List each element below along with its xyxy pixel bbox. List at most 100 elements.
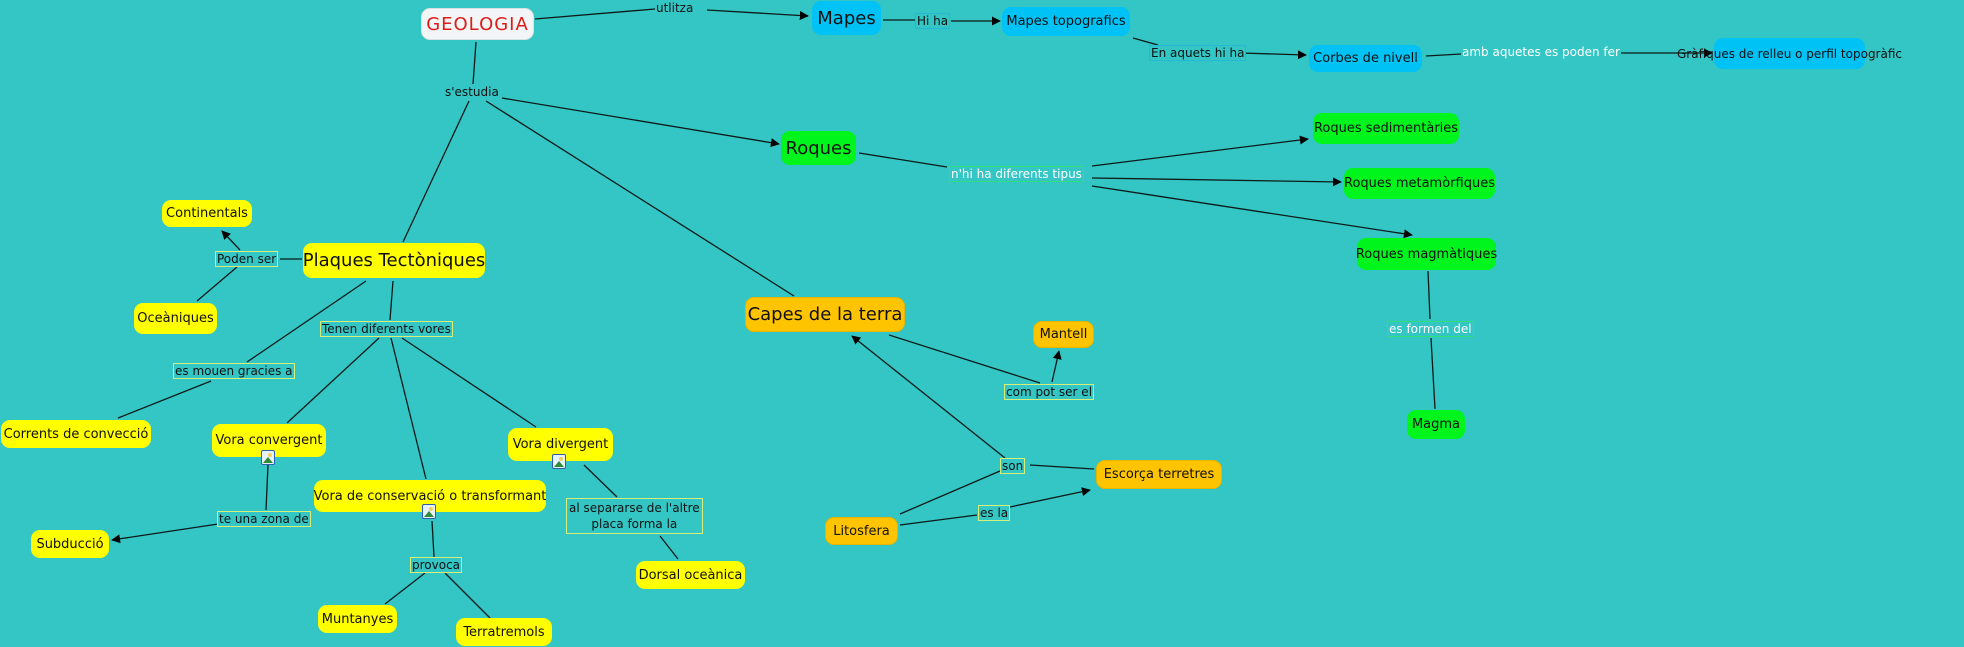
node-oceaniques-label: Oceàniques [137,311,214,326]
node-roques[interactable]: Roques [781,131,856,165]
edge-compot-mantell [1051,350,1062,383]
edge-esmouen-corrents [117,380,212,419]
edge-conservacio-provoca [431,520,435,558]
node-capes-de-la-terra[interactable]: Capes de la terra [745,297,905,332]
edge-provoca-muntanyes [384,572,426,605]
node-mapes-label: Mapes [817,7,876,29]
node-plaques-tectoniques[interactable]: Plaques Tectòniques [303,243,485,278]
edge-litosfera-esla [899,514,978,526]
edge-podenser-oceaniques [196,266,238,302]
node-corrents-conveccio[interactable]: Corrents de convecció [1,420,151,448]
node-roques-label: Roques [785,137,852,159]
node-metamorfiques-label: Roques metamòrfiques [1344,176,1495,191]
node-terratremols[interactable]: Terratremols [456,618,552,646]
edge-son-escorca [1029,464,1095,470]
link-n-hi-ha-diferents-tipus: n'hi ha diferents tipus [949,166,1084,182]
edge-podenser-continentals [221,230,241,251]
link-te-una-zona-de: te una zona de [217,511,311,527]
node-roques-metamorfiques[interactable]: Roques metamòrfiques [1344,168,1495,199]
edge-alseparar-dorsal [659,535,679,560]
node-terratremols-label: Terratremols [463,624,545,640]
edge-corbes-ambaquetes [1425,53,1462,57]
node-vora-conservacio-label: Vora de conservació o transformant [313,488,547,504]
node-geologia[interactable]: GEOLOGIA [421,8,534,40]
node-roques-sedimentaries[interactable]: Roques sedimentàries [1313,113,1459,144]
node-dorsal-oceanica[interactable]: Dorsal oceànica [636,561,745,589]
link-s-estudia: s'estudia [444,85,500,99]
edge-divergent-alseparar [583,464,618,498]
node-vora-divergent-label: Vora divergent [512,437,609,452]
link-al-separarse: al separarse de l'altre placa forma la [566,498,703,534]
edge-plaques-tenen [389,280,394,321]
edge-teunazona-subduccio [111,523,219,544]
edge-litosfera-son [899,470,1001,515]
link-al-separarse-line2: placa forma la [591,517,678,531]
link-es-mouen-gracies-a: es mouen gracies a [173,363,295,379]
edge-mapestopo-enaquets [1132,37,1159,46]
edge-tenen-convergent [286,337,380,424]
node-grafiques-label: Gràfiques de relleu o perfil topogràfic [1676,46,1903,61]
edge-utlitza-mapes [706,9,809,21]
node-muntanyes[interactable]: Muntanyes [318,605,397,633]
node-mapes[interactable]: Mapes [812,1,881,35]
link-hi-ha: Hi ha [915,13,951,29]
link-en-aquets-hi-ha: En aquets hi ha [1149,45,1247,61]
node-mantell-label: Mantell [1039,327,1088,342]
node-corrents-label: Corrents de convecció [3,426,149,442]
link-tenen-diferents-vores: Tenen diferents vores [320,321,453,337]
edge-roques-nhiha [858,152,948,168]
edge-enaquets-corbes [1240,50,1307,60]
edge-nhiha-magmatiques [1091,185,1413,239]
edge-geologia-utlitza [534,8,656,20]
node-subduccio-label: Subducció [36,536,104,552]
node-mapes-topografics-label: Mapes topografics [1006,14,1126,29]
node-escorca-terretres[interactable]: Escorça terretres [1096,460,1222,489]
node-magmatiques-label: Roques magmàtiques [1355,246,1498,262]
image-icon[interactable] [552,454,566,469]
node-vora-conservacio[interactable]: Vora de conservació o transformant [314,480,546,512]
edge-magmatiques-esformen [1427,270,1431,320]
edge-esla-escorca [1009,487,1091,508]
edge-provoca-terratremols [444,572,491,619]
link-son: son [1000,458,1026,474]
link-es-formen-del: es formen del [1387,321,1474,337]
image-icon[interactable] [261,450,275,465]
node-subduccio[interactable]: Subducció [31,530,109,558]
node-geologia-label: GEOLOGIA [426,13,529,35]
node-oceaniques[interactable]: Oceàniques [134,303,217,334]
link-al-separarse-line1: al separarse de l'altre [569,501,700,515]
node-mantell[interactable]: Mantell [1033,321,1094,348]
link-poden-ser: Poden ser [215,251,279,267]
link-com-pot-ser-el: com pot ser el [1004,384,1095,400]
edge-sestudia-plaques [402,100,470,243]
node-capes-label: Capes de la terra [747,304,903,325]
link-amb-aquetes: amb aquetes es poden fer [1461,45,1621,59]
node-corbes-label: Corbes de nivell [1313,51,1418,66]
image-icon[interactable] [422,504,436,519]
node-plaques-label: Plaques Tectòniques [302,250,486,271]
edge-capes-compot [888,334,1041,384]
edge-convergent-teunazona [265,464,269,511]
node-magma[interactable]: Magma [1407,410,1465,439]
node-roques-magmatiques[interactable]: Roques magmàtiques [1355,238,1498,270]
node-mapes-topografics[interactable]: Mapes topografics [1002,7,1130,36]
node-litosfera-label: Litosfera [833,523,890,539]
link-utlitza: utlitza [655,1,695,15]
edge-sestudia-roques [501,97,780,148]
node-continentals[interactable]: Continentals [162,200,252,227]
edge-plaques-esmouen [246,280,367,363]
node-muntanyes-label: Muntanyes [321,611,394,627]
link-es-la: es la [978,505,1011,521]
edge-sestudia-capes [485,100,795,297]
node-litosfera[interactable]: Litosfera [825,517,898,545]
edge-esformen-magma [1430,337,1436,410]
node-grafiques-relleu[interactable]: Gràfiques de relleu o perfil topogràfic [1677,38,1902,69]
edge-tenen-divergent [401,337,537,428]
node-corbes-de-nivell[interactable]: Corbes de nivell [1309,45,1422,72]
edge-tenen-conservacio [390,337,427,480]
node-escorca-label: Escorça terretres [1103,467,1215,482]
edge-son-capes [851,335,1006,459]
node-magma-label: Magma [1411,417,1461,432]
edge-nhiha-metamorfiques [1091,177,1342,187]
edge-geologia-sestudia [472,41,477,85]
